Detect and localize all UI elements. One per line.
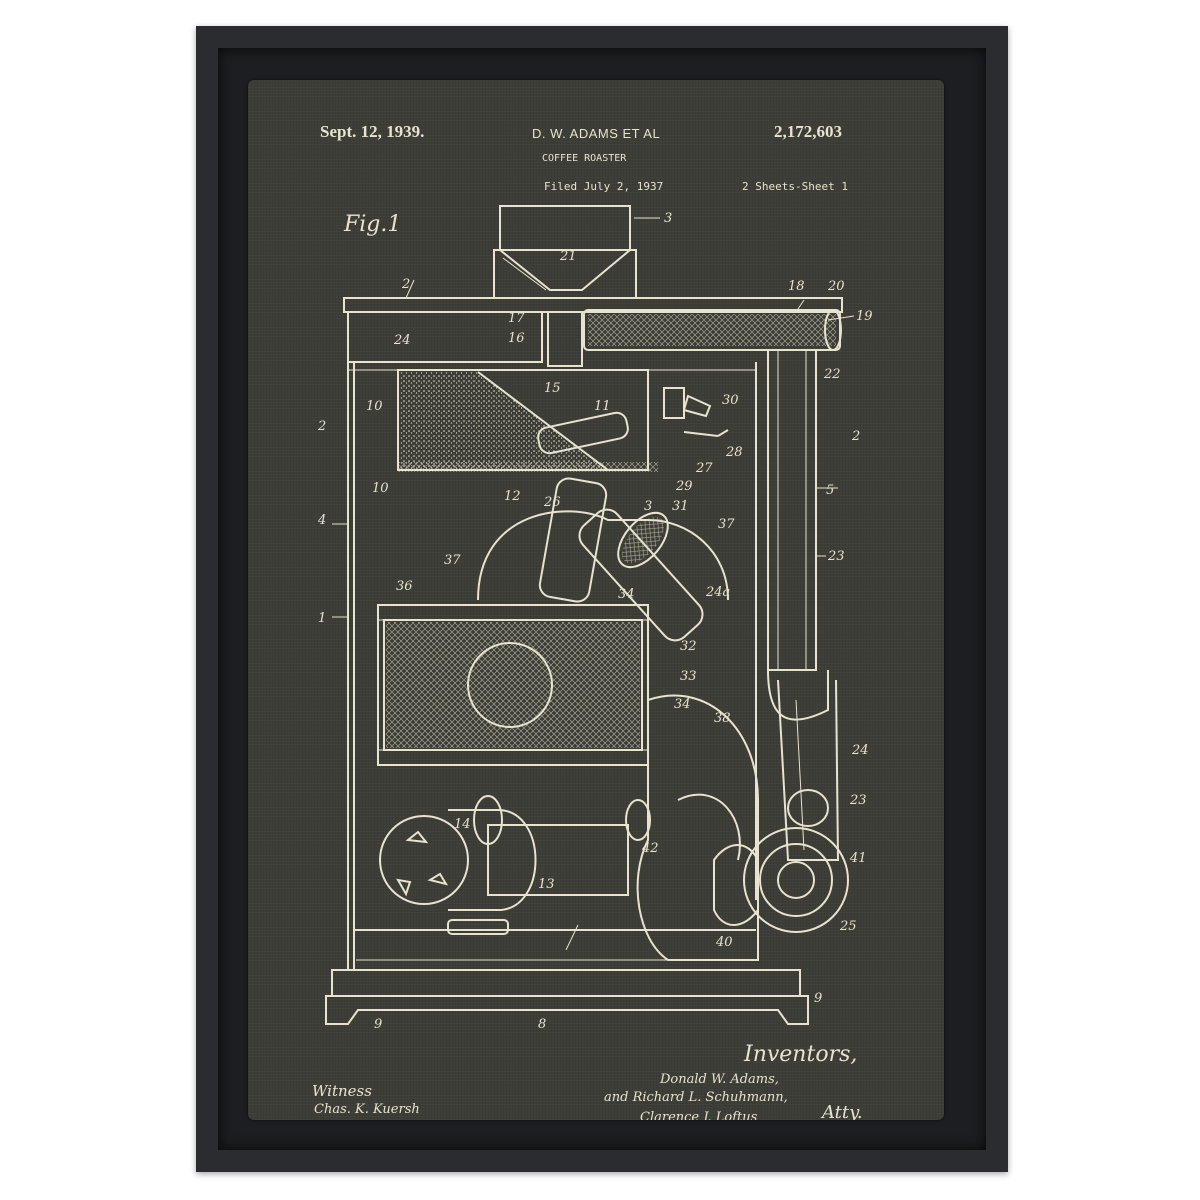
bean-chamber xyxy=(397,369,658,472)
part-label: 23 xyxy=(827,549,845,564)
part-label: 21 xyxy=(559,249,577,264)
part-label: 3 xyxy=(664,211,672,226)
part-label: 37 xyxy=(718,517,735,532)
part-label: 30 xyxy=(722,393,739,408)
part-label: 32 xyxy=(680,639,697,654)
part-label: 9 xyxy=(374,1017,382,1032)
part-label: 17 xyxy=(508,311,525,326)
patent-title: COFFEE ROASTER xyxy=(542,153,627,164)
part-label: 27 xyxy=(695,461,713,476)
thermostat xyxy=(663,387,729,437)
inventors-heading: Inventors, xyxy=(744,1042,858,1067)
coffee-roaster-drawing: 3 21 2 18 20 19 17 16 24 15 22 10 11 30 … xyxy=(317,205,873,1032)
part-label: 2 xyxy=(851,429,860,444)
part-label: 28 xyxy=(725,445,743,460)
patent-sheets: 2 Sheets-Sheet 1 xyxy=(742,180,848,193)
part-label: 11 xyxy=(594,399,611,414)
patent-inventor: D. W. ADAMS ET AL xyxy=(532,126,661,141)
leader-lines xyxy=(332,217,855,951)
part-label: 25 xyxy=(839,919,857,934)
patent-filed-date: Filed July 2, 1937 xyxy=(544,180,664,193)
part-label: 34 xyxy=(618,587,635,602)
part-label: 16 xyxy=(508,331,525,346)
part-label: 38 xyxy=(714,711,731,726)
part-label: 4 xyxy=(317,513,326,528)
part-label: 20 xyxy=(827,279,845,294)
part-label: 22 xyxy=(823,367,841,382)
part-label: 24a xyxy=(705,585,730,600)
part-label: 2 xyxy=(401,277,410,292)
motor xyxy=(379,795,651,935)
cabinet xyxy=(343,297,843,970)
part-label: 33 xyxy=(680,669,697,684)
attorney-signature: Clarence J. Loftus xyxy=(640,1110,758,1120)
part-label: 31 xyxy=(672,499,689,514)
part-label: 29 xyxy=(675,479,693,494)
part-label: 24 xyxy=(851,743,869,758)
part-label: 18 xyxy=(788,279,805,294)
part-numbers: 3 21 2 18 20 19 17 16 24 15 22 10 11 30 … xyxy=(317,211,873,1032)
part-label: 15 xyxy=(544,381,561,396)
part-label: 23 xyxy=(849,793,867,808)
top-duct xyxy=(547,309,842,367)
part-label: 24 xyxy=(393,333,411,348)
part-label: 10 xyxy=(366,399,383,414)
attorney-suffix: Atty. xyxy=(822,1102,863,1120)
part-label: 2 xyxy=(317,419,326,434)
roaster-drum xyxy=(477,477,729,642)
part-label: 34 xyxy=(674,697,691,712)
patent-canvas: Sept. 12, 1939. D. W. ADAMS ET AL 2,172,… xyxy=(248,80,944,1120)
part-label: 42 xyxy=(641,841,659,856)
part-label: 12 xyxy=(504,489,521,504)
part-label: 41 xyxy=(849,851,867,866)
witness-signature: Chas. K. Kuersh xyxy=(314,1102,420,1117)
witness-heading: Witness xyxy=(312,1082,372,1100)
roasting-cylinder xyxy=(377,604,649,766)
part-label: 14 xyxy=(454,817,471,832)
part-label: 13 xyxy=(538,877,555,892)
figure-label: Fig.1 xyxy=(344,212,402,237)
part-label: 40 xyxy=(715,935,733,950)
part-label: 8 xyxy=(538,1017,546,1032)
part-label: 36 xyxy=(396,579,413,594)
part-label: 1 xyxy=(318,611,326,626)
inventor-signature-2: and Richard L. Schuhmann, xyxy=(604,1090,788,1105)
part-label: 10 xyxy=(372,481,389,496)
inventor-signature-1: Donald W. Adams, xyxy=(660,1072,779,1087)
part-label: 19 xyxy=(856,309,873,324)
part-label: 37 xyxy=(444,553,461,568)
patent-number: 2,172,603 xyxy=(774,122,842,141)
blower xyxy=(636,694,849,961)
part-label: 5 xyxy=(826,483,834,498)
part-label: 9 xyxy=(814,991,822,1006)
part-label: 26 xyxy=(543,495,561,510)
patent-date: Sept. 12, 1939. xyxy=(320,122,425,141)
part-label: 3 xyxy=(644,499,652,514)
base xyxy=(325,929,809,1025)
vertical-duct xyxy=(767,349,840,861)
